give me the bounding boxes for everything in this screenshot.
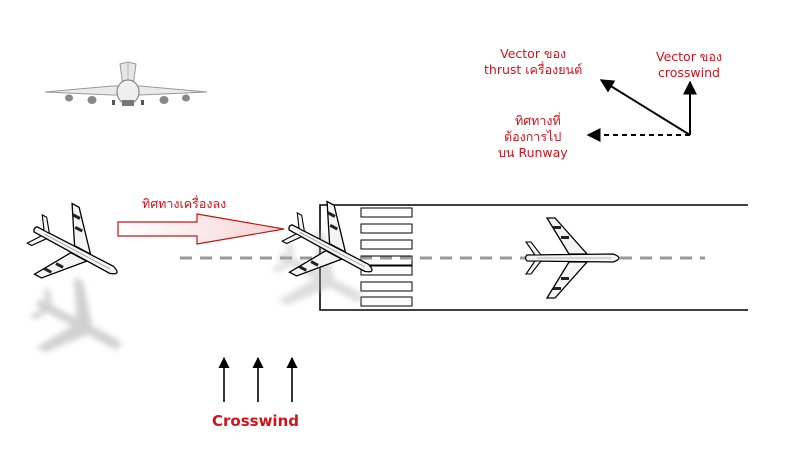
crosswind-label: Crosswind (212, 412, 299, 430)
landing-direction-label: ทิศทางเครื่องลง (142, 196, 227, 211)
airplane-top-icon (524, 217, 620, 299)
vector-diagram (586, 79, 697, 142)
airplane-front-icon (44, 61, 208, 106)
thrust-vector-label: Vector ของ thrust เครื่องยนต์ (484, 46, 583, 77)
thrust-vector-arrow (599, 79, 691, 136)
airplane-shadow-icon (17, 266, 140, 382)
crosswind-vector-label: Vector ของ crosswind (656, 49, 722, 80)
airplane-shadow-icon (259, 219, 382, 335)
runway-direction-label: ทิศทางที่ ต้องการไป บน Runway (498, 113, 568, 160)
threshold-markings (360, 207, 413, 307)
landing-direction-arrow (117, 213, 285, 245)
crosswind-arrows (218, 356, 298, 402)
runway (319, 204, 748, 311)
